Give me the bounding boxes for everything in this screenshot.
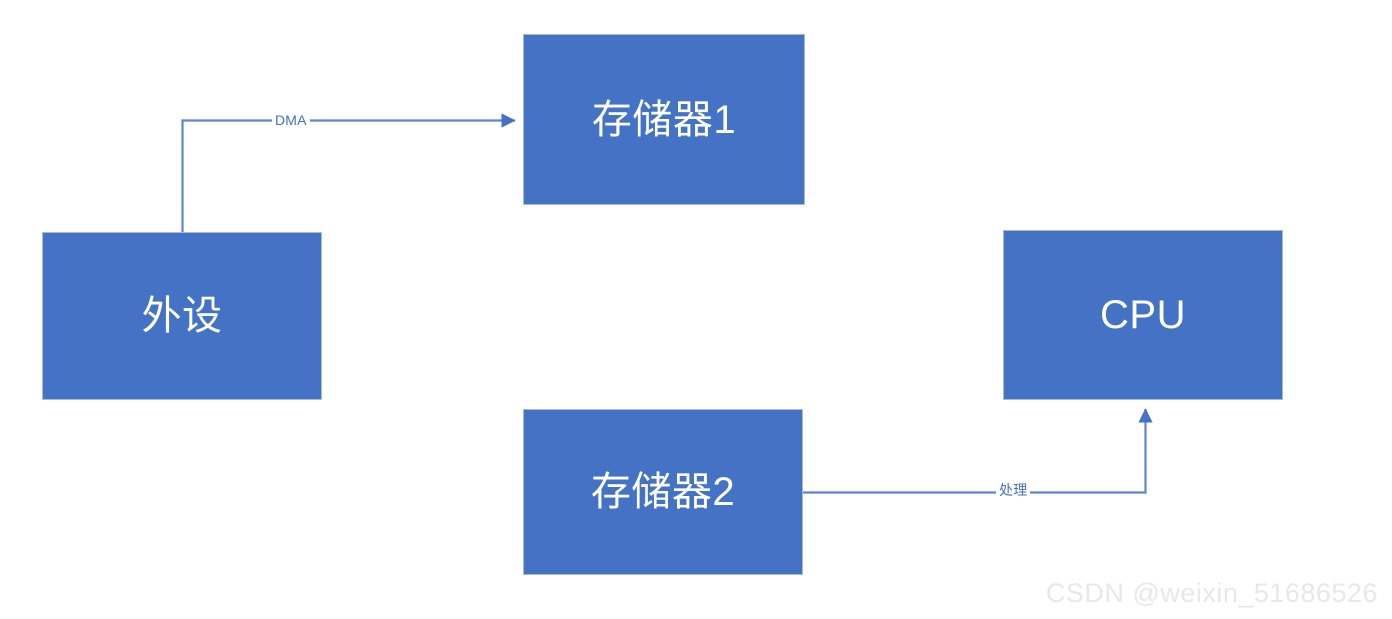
node-memory-2-label: 存储器2 <box>590 470 736 514</box>
edge-label-dma: DMA <box>272 113 310 127</box>
edge-label-chuli: 处理 <box>996 483 1031 497</box>
node-cpu[interactable]: CPU <box>1003 230 1283 400</box>
node-peripheral-label: 外设 <box>141 294 223 338</box>
node-cpu-label: CPU <box>1100 293 1186 337</box>
node-peripheral[interactable]: 外设 <box>42 232 322 400</box>
connector-chuli <box>803 408 1153 494</box>
node-memory-1-label: 存储器1 <box>591 97 737 142</box>
node-memory-1[interactable]: 存储器1 <box>523 34 805 205</box>
node-memory-2[interactable]: 存储器2 <box>523 409 803 575</box>
csdn-watermark: CSDN @weixin_51686526 <box>1045 578 1378 608</box>
connector-dma <box>181 113 516 232</box>
